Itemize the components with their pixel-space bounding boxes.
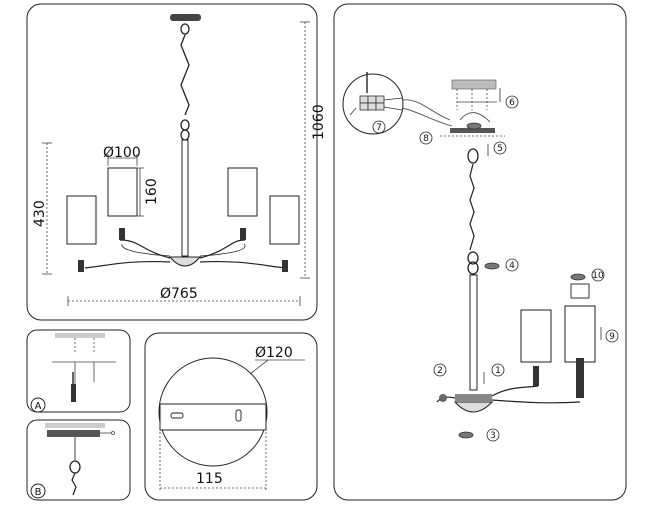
step-label-2: 2 xyxy=(437,366,443,376)
panel-assembly: 1 2 3 4 5 6 7 8 9 10 xyxy=(333,3,627,501)
assembly-shade-left xyxy=(520,309,552,363)
panel-canopy-frame xyxy=(144,332,318,501)
step-badges xyxy=(372,95,619,442)
panel-b-frame xyxy=(26,419,131,501)
assembly-hook xyxy=(467,148,479,164)
bracket-slot-left xyxy=(170,412,184,419)
assembly-shade-right xyxy=(564,305,596,363)
step-label-5: 5 xyxy=(497,144,503,154)
assembly-ceiling xyxy=(451,79,497,90)
panel-dimensions: Ø100 160 1060 430 Ø765 xyxy=(26,3,327,321)
assembly-socket-right xyxy=(576,358,584,398)
step-label-1: 1 xyxy=(495,366,501,376)
step-label-10: 10 xyxy=(592,271,604,281)
assembly-hub xyxy=(455,394,492,402)
assembly-socket-left xyxy=(533,366,539,386)
step-label-9: 9 xyxy=(609,332,615,342)
panel-a-ceiling xyxy=(55,333,105,338)
canopy-diameter-label: Ø120 xyxy=(255,345,293,361)
shade-diameter-label: Ø100 xyxy=(103,145,141,161)
dimension-lines xyxy=(42,21,310,306)
mounting-bracket xyxy=(159,403,267,431)
panel-b-ceiling xyxy=(45,423,105,428)
wires xyxy=(401,99,491,127)
panel-b: B xyxy=(26,419,131,501)
center-bowl xyxy=(168,256,202,267)
arms xyxy=(84,239,286,269)
rotation-arrow-icons xyxy=(458,122,586,439)
bracket-slot-right xyxy=(235,409,242,422)
bulb-holders xyxy=(78,228,288,272)
panel-canopy: Ø120 115 xyxy=(144,332,318,501)
arm-height-label: 430 xyxy=(32,200,48,227)
panel-b-badge xyxy=(30,483,46,499)
panel-b-chain xyxy=(71,472,77,496)
step-label-8: 8 xyxy=(423,134,429,144)
panel-b-screw-icon xyxy=(111,431,115,435)
assembly-chain xyxy=(469,163,475,251)
step-label-7: 7 xyxy=(376,123,382,133)
panel-b-label: B xyxy=(35,487,42,498)
direction-arrow-icons xyxy=(483,88,602,384)
panel-dimensions-frame xyxy=(26,3,318,321)
ceiling-plate xyxy=(170,14,201,21)
panel-b-hook xyxy=(69,460,81,474)
panel-assembly-frame xyxy=(333,3,627,501)
assembly-rod xyxy=(469,274,478,391)
assembly-mount-bar xyxy=(450,128,495,133)
step-label-4: 4 xyxy=(509,261,515,271)
total-diameter-label: Ø765 xyxy=(160,286,198,302)
side-screw-icon xyxy=(439,394,447,402)
panel-b-canopy xyxy=(47,430,100,437)
step-label-3: 3 xyxy=(490,431,496,441)
mount-width-label: 115 xyxy=(196,471,223,487)
screwdriver-icon xyxy=(71,372,76,402)
panel-a-frame xyxy=(26,329,131,413)
step-label-6: 6 xyxy=(509,98,515,108)
total-height-label: 1060 xyxy=(311,104,327,140)
shade-cap xyxy=(570,283,590,299)
panel-a: A xyxy=(26,329,131,413)
panel-a-label: A xyxy=(35,401,42,412)
panel-a-badge xyxy=(30,397,46,413)
assembly-bowl xyxy=(453,401,494,413)
shade-height-label: 160 xyxy=(144,178,160,205)
terminal-block-icon xyxy=(359,95,385,111)
lamp-shades xyxy=(66,167,300,245)
chain xyxy=(180,23,190,141)
central-rod xyxy=(181,139,189,257)
